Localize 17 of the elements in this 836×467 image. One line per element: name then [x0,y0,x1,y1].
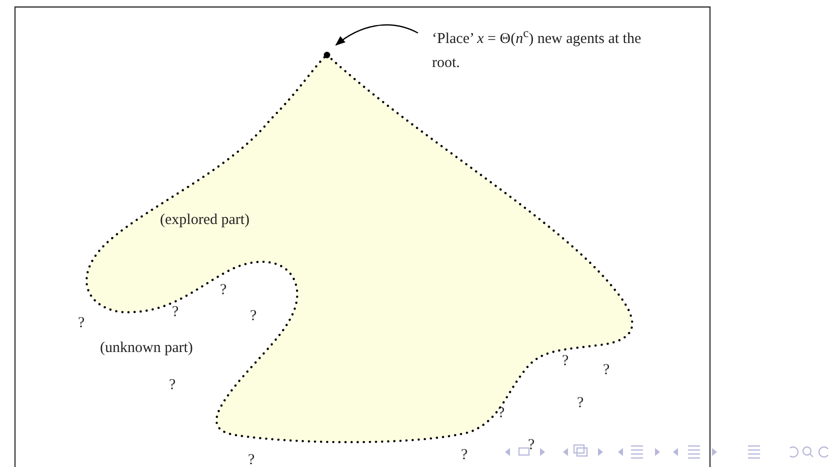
question-mark: ? [220,282,227,299]
question-mark: ? [169,377,176,394]
question-mark: ? [498,405,505,422]
question-mark: ? [78,315,85,332]
question-mark: ? [603,362,610,379]
callout-text: ‘Place’ x = Θ(n$^{c}$) new agents at the root. [432,21,672,75]
root-dot [324,52,330,58]
question-mark: ? [461,447,468,464]
question-mark: ? [248,452,255,467]
question-mark: ? [250,308,257,325]
arrow [335,24,418,46]
question-mark: ? [577,395,584,412]
question-mark: ? [172,304,179,321]
region-label: (unknown part) [100,340,193,357]
region-label: (explored part) [160,212,250,229]
question-mark: ? [528,437,535,454]
question-mark: ? [562,353,569,370]
